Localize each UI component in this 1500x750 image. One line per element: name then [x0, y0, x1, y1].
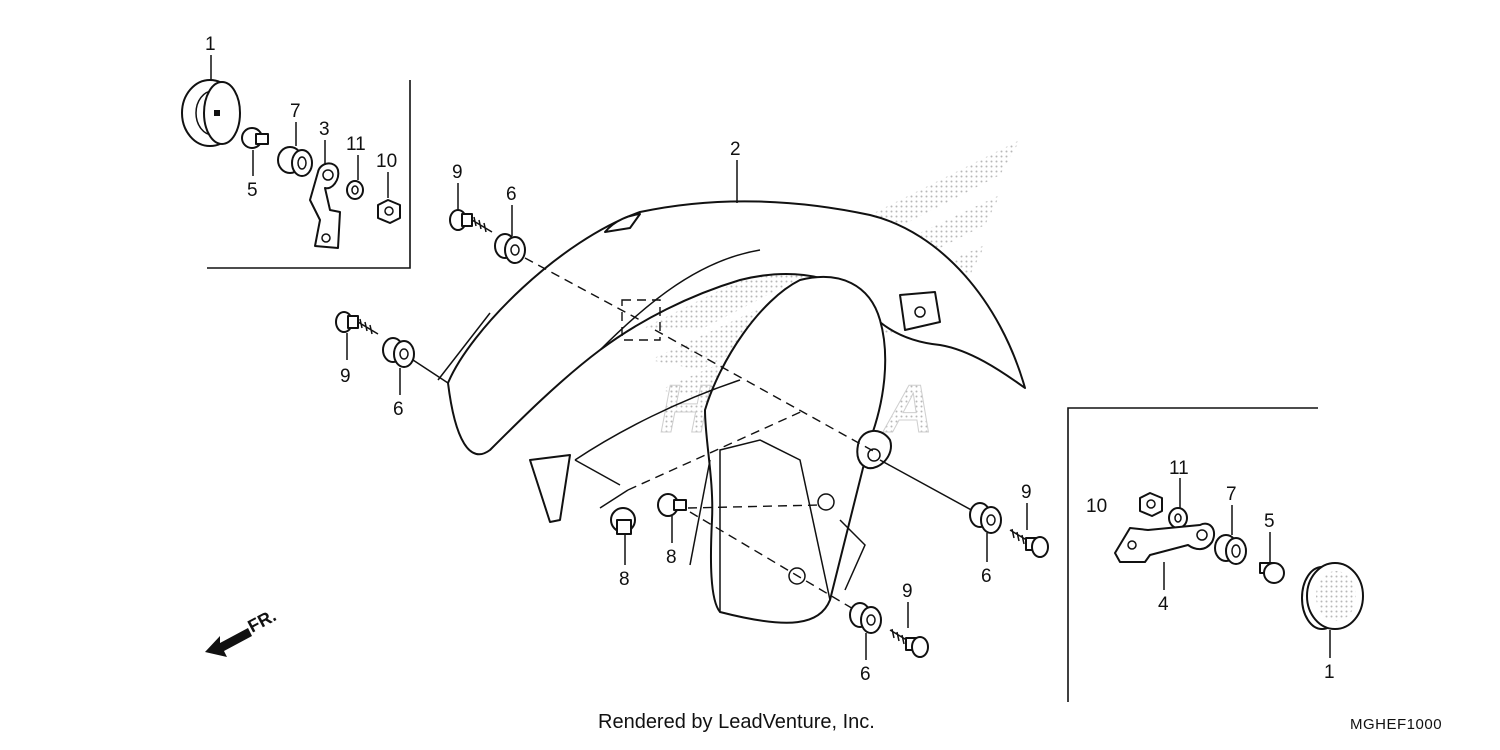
- grommet-6-left: [382, 337, 415, 368]
- bracket-3: [309, 162, 341, 249]
- nut-10-right: [1139, 492, 1163, 517]
- collar-8-b: [657, 493, 687, 517]
- grommet-7-right: [1214, 534, 1247, 565]
- washer-11-left: [346, 180, 364, 200]
- callout-9-top: 9: [452, 162, 463, 183]
- callout-7-left: 7: [290, 101, 301, 122]
- callout-1-left: 1: [205, 34, 216, 55]
- callout-6-top: 6: [506, 184, 517, 205]
- callout-6-bottom: 6: [860, 664, 871, 685]
- callout-6-right: 6: [981, 566, 992, 587]
- callout-2: 2: [730, 139, 741, 160]
- callout-11-left: 11: [346, 134, 366, 155]
- nut-10-left: [377, 199, 401, 224]
- right-inset-frame: [1067, 407, 1318, 702]
- collar-5-left: [241, 127, 269, 149]
- lens-cap-left: [181, 79, 241, 147]
- bolt-9-bottom: [889, 628, 929, 658]
- bolt-9-top: [449, 209, 493, 233]
- collar-8-a: [610, 507, 636, 535]
- callout-4: 4: [1158, 594, 1169, 615]
- callout-numbers: 1 7 3 11 10 5 2 9 6 9 6 8 8 9 6 9 6 11 1…: [205, 34, 1335, 685]
- washer-11-right: [1168, 507, 1188, 529]
- callout-6-left: 6: [393, 399, 404, 420]
- callout-11-right: 11: [1169, 458, 1189, 479]
- left-inset-frame: [207, 80, 411, 269]
- callout-leaders: [210, 55, 1331, 660]
- callout-9-right: 9: [1021, 482, 1032, 503]
- callout-9-bottom: 9: [902, 581, 913, 602]
- grommet-7-left: [277, 146, 313, 177]
- lens-cap-right: [1301, 562, 1364, 630]
- footer-credit: Rendered by LeadVenture, Inc.: [598, 711, 875, 733]
- callout-8-a: 8: [619, 569, 630, 590]
- grommet-6-bottom: [849, 602, 882, 634]
- callout-1-right: 1: [1324, 662, 1335, 683]
- callout-7-right: 7: [1226, 484, 1237, 505]
- callout-3: 3: [319, 119, 330, 140]
- grommet-6-top: [494, 233, 526, 264]
- callout-5-left: 5: [247, 180, 258, 201]
- diagram-code: MGHEF1000: [1350, 716, 1443, 733]
- callout-10-left: 10: [376, 151, 397, 172]
- bolt-9-right: [1009, 528, 1049, 558]
- callout-5-right: 5: [1264, 511, 1275, 532]
- callout-8-b: 8: [666, 547, 677, 568]
- callout-9-left: 9: [340, 366, 351, 387]
- bracket-4: [1114, 522, 1216, 563]
- front-direction-arrow: FR.: [205, 605, 279, 657]
- collar-5-right: [1259, 562, 1285, 584]
- front-fender: [447, 200, 1026, 624]
- leader-lines: [412, 257, 976, 611]
- bolt-9-left: [335, 311, 379, 335]
- callout-10-right: 10: [1086, 496, 1107, 517]
- grommet-6-right: [969, 502, 1002, 534]
